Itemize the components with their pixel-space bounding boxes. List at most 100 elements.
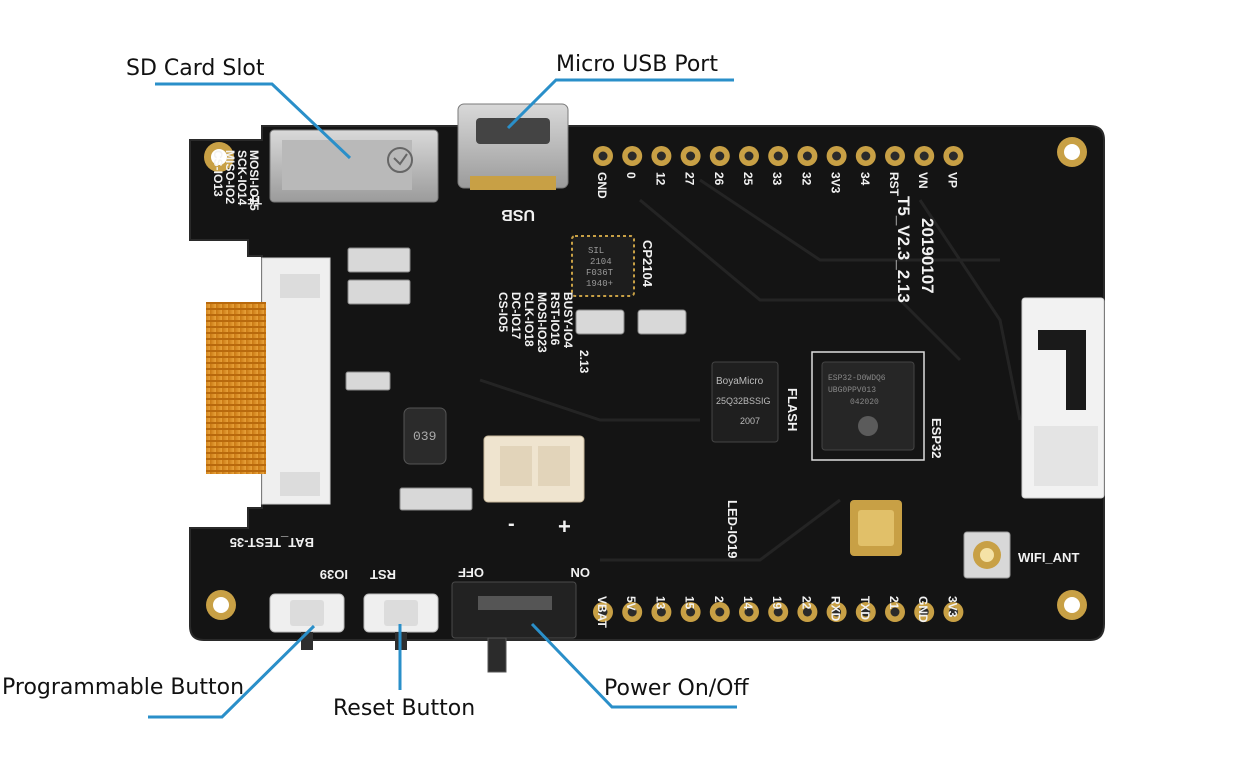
epaper-fpc-connector [206, 257, 331, 505]
led-label: LED-IO19 [725, 500, 740, 559]
callout-power-on-off: Power On/Off [604, 676, 749, 701]
esp32-marking-2: 042020 [850, 398, 879, 407]
top-header-pad-hole-9 [861, 151, 871, 161]
bottom-header-pin-label-3: 15 [683, 596, 697, 610]
bottom-header-pad-hole-10 [890, 607, 900, 617]
epaper-size: 2.13 [577, 350, 591, 374]
top-header-pad-hole-6 [773, 151, 783, 161]
crystal [850, 500, 902, 556]
top-header-pin-label-9: 34 [858, 172, 872, 186]
cp2104-marking-1: 2104 [590, 257, 612, 267]
bottom-header-pin-label-1: 5V [624, 596, 638, 611]
bottom-header-pad-hole-8 [832, 607, 842, 617]
bottom-header-pad-hole-0 [598, 607, 608, 617]
callout-reset-button: Reset Button [333, 696, 475, 721]
bottom-header-pad-hole-11 [919, 607, 929, 617]
battery-plus: + [558, 514, 571, 539]
bottom-header-pin-label-9: TXD [858, 596, 872, 620]
flash-marking-0: BoyaMicro [716, 376, 764, 387]
epaper-pin-label-1: RST-IO16 [548, 292, 562, 346]
bottom-header-pin-label-8: RXD [829, 596, 843, 622]
cp2104-marking-3: 1940+ [586, 279, 613, 289]
esp32-marking-0: ESP32-D0WDQ6 [828, 374, 886, 383]
top-header-pads [593, 146, 964, 166]
top-header-pin-label-1: 0 [624, 172, 638, 179]
io39-label: IO39 [320, 567, 348, 582]
top-header-pin-label-8: 3V3 [829, 172, 843, 194]
micro-usb-port [457, 103, 569, 190]
bottom-header-pin-label-4: 2 [712, 596, 726, 603]
rst-label: RST [370, 567, 396, 582]
bottom-header-pin-label-10: 21 [887, 596, 901, 610]
off-label: OFF [458, 565, 484, 580]
top-header-pin-label-10: RST [887, 172, 901, 197]
programmable-button[interactable] [269, 593, 345, 650]
cp2104-marking-0: SIL [588, 246, 604, 256]
epaper-pin-label-0: BUSY-IO4 [561, 292, 575, 348]
bottom-header-pin-label-7: 22 [799, 596, 813, 610]
top-header-pad-hole-0 [598, 151, 608, 161]
bottom-header-pin-label-5: 14 [741, 596, 755, 610]
bottom-header-pin-label-0: VBAT [595, 596, 609, 628]
power-switch[interactable] [451, 581, 577, 673]
bottom-header-pad-hole-12 [948, 607, 958, 617]
battery-connector [483, 435, 585, 503]
sd-pin-label-3: CS-IO13 [211, 150, 225, 197]
esp32-chip: ESP32-D0WDQ6 UBG0PPV013 042020 [811, 351, 925, 461]
bottom-header-pad-hole-3 [686, 607, 696, 617]
top-header-pin-label-2: 12 [653, 172, 667, 186]
board-date: 20190107 [918, 218, 937, 294]
top-header-pin-label-6: 33 [770, 172, 784, 186]
epaper-pin-label-3: CLK-IO18 [522, 292, 536, 347]
top-header-pin-label-5: 25 [741, 172, 755, 186]
top-header-pad-hole-5 [744, 151, 754, 161]
bottom-header-pad-hole-6 [773, 607, 783, 617]
bottom-header-pin-label-11: GND [916, 596, 930, 623]
esp32-label: ESP32 [929, 418, 944, 458]
bottom-header-pad-hole-2 [656, 607, 666, 617]
top-header-pad-hole-12 [948, 151, 958, 161]
board-version: T5_V2.3_2.13 [894, 196, 913, 303]
top-header-pin-label-3: 27 [683, 172, 697, 186]
bottom-header-pin-label-6: 19 [770, 596, 784, 610]
wifi-ant-label: WIFI_ANT [1018, 550, 1079, 565]
flash-marking-1: 25Q32BSSIG [716, 396, 771, 406]
inductor-marking: 039 [413, 429, 436, 444]
battery-test-label: BAT_TEST-35 [230, 535, 314, 550]
bottom-header-pads [593, 602, 964, 622]
mounting-holes [204, 137, 1087, 620]
bottom-header-pin-label-12: 3V3 [945, 596, 959, 618]
inductor: 039 [403, 407, 447, 465]
flash-chip: BoyaMicro 25Q32BSSIG 2007 [711, 361, 779, 443]
top-header-pin-label-4: 26 [712, 172, 726, 186]
epaper-pin-label-4: DC-IO17 [509, 292, 523, 340]
bottom-header-pad-hole-4 [715, 607, 725, 617]
bottom-header-pad-hole-9 [861, 607, 871, 617]
callout-programmable-button: Programmable Button [2, 675, 244, 700]
sd-pin-label-1: SCK-IO14 [235, 150, 249, 206]
top-header-pin-label-12: VP [945, 172, 959, 188]
callout-sd-card-slot: SD Card Slot [126, 56, 265, 81]
bottom-header-pad-hole-5 [744, 607, 754, 617]
cp2104-chip: SIL 2104 F036T 1940+ [571, 235, 635, 297]
top-header-pin-label-11: VN [916, 172, 930, 189]
epaper-pin-label-5: CS-IO5 [496, 292, 510, 332]
flash-marking-2: 2007 [740, 416, 760, 426]
top-header-pin-label-7: 32 [799, 172, 813, 186]
bottom-header-pad-hole-7 [802, 607, 812, 617]
wifi-ant-connector [963, 531, 1011, 579]
top-header-pad-hole-3 [686, 151, 696, 161]
reset-button[interactable] [363, 593, 439, 650]
pcb-traces [479, 178, 1022, 562]
top-header-pad-hole-2 [656, 151, 666, 161]
top-header-pad-hole-1 [627, 151, 637, 161]
battery-minus: - [508, 513, 515, 535]
sd-card-slot [269, 129, 439, 203]
bottom-header-pad-hole-1 [627, 607, 637, 617]
cp2104-label: CP2104 [640, 240, 655, 288]
wifi-antenna [1021, 297, 1105, 499]
sd-pin-label-0: MOSI-IO15 [247, 150, 261, 211]
